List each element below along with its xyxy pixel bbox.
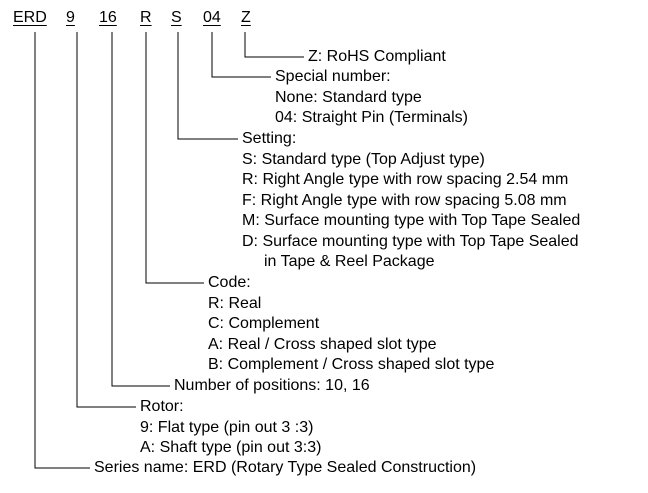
desc-line: in Tape & Reel Package [264, 253, 435, 270]
leader-line-rohs [244, 32, 304, 58]
desc-line: Special number: [275, 68, 391, 85]
desc-line: R: Right Angle type with row spacing 2.5… [242, 171, 569, 188]
desc-rohs: Z: RoHS Compliant [308, 47, 446, 68]
code-part-series: ERD [13, 9, 47, 26]
desc-line: D: Surface mounting type with Top Tape S… [242, 232, 579, 250]
desc-line: R: Real [208, 294, 262, 312]
code-part-setting: S [171, 9, 182, 26]
leader-line-rotor [76, 32, 136, 408]
desc-line: Z: RoHS Compliant [308, 48, 446, 65]
leader-line-positions [111, 32, 170, 387]
desc-line: 04: Straight Pin (Terminals) [275, 109, 468, 126]
desc-line: Setting: [242, 130, 297, 147]
desc-line: None: Standard type [275, 88, 422, 106]
desc-line: M: Surface mounting type with Top Tape S… [242, 212, 581, 229]
leader-line-code [145, 32, 204, 284]
desc-line: Rotor: [140, 398, 184, 415]
desc-line: A: Real / Cross shaped slot type [208, 335, 437, 353]
code-part-rotor: 9 [66, 9, 75, 26]
code-part-special: 04 [203, 9, 221, 26]
desc-line: C: Complement [208, 315, 320, 332]
desc-line: F: Right Angle type with row spacing 5.0… [242, 191, 567, 209]
desc-line: Series name: ERD (Rotary Type Sealed Con… [94, 459, 477, 476]
desc-line: S: Standard type (Top Adjust type) [242, 150, 485, 168]
desc-line: 9: Flat type (pin out 3 :3) [140, 418, 314, 436]
code-part-positions: 16 [99, 9, 117, 26]
desc-line: A: Shaft type (pin out 3:3) [140, 439, 322, 456]
leader-line-special [211, 32, 271, 78]
code-part-code: R [140, 9, 152, 26]
desc-setting: Setting: S: Standard type (Top Adjust ty… [242, 129, 580, 273]
desc-rotor: Rotor: 9: Flat type (pin out 3 :3) A: Sh… [140, 397, 321, 459]
desc-special: Special number: None: Standard type 04: … [275, 67, 468, 129]
desc-positions: Number of positions: 10, 16 [174, 376, 370, 397]
desc-series: Series name: ERD (Rotary Type Sealed Con… [94, 458, 476, 479]
desc-code: Code: R: Real C: Complement A: Real / Cr… [208, 273, 494, 376]
leader-line-series [34, 32, 90, 469]
leader-line-setting [177, 32, 238, 140]
desc-line: Code: [208, 274, 251, 291]
desc-line: Number of positions: 10, 16 [174, 377, 370, 394]
desc-line: B: Complement / Cross shaped slot type [208, 356, 495, 373]
code-part-rohs: Z [241, 9, 251, 26]
